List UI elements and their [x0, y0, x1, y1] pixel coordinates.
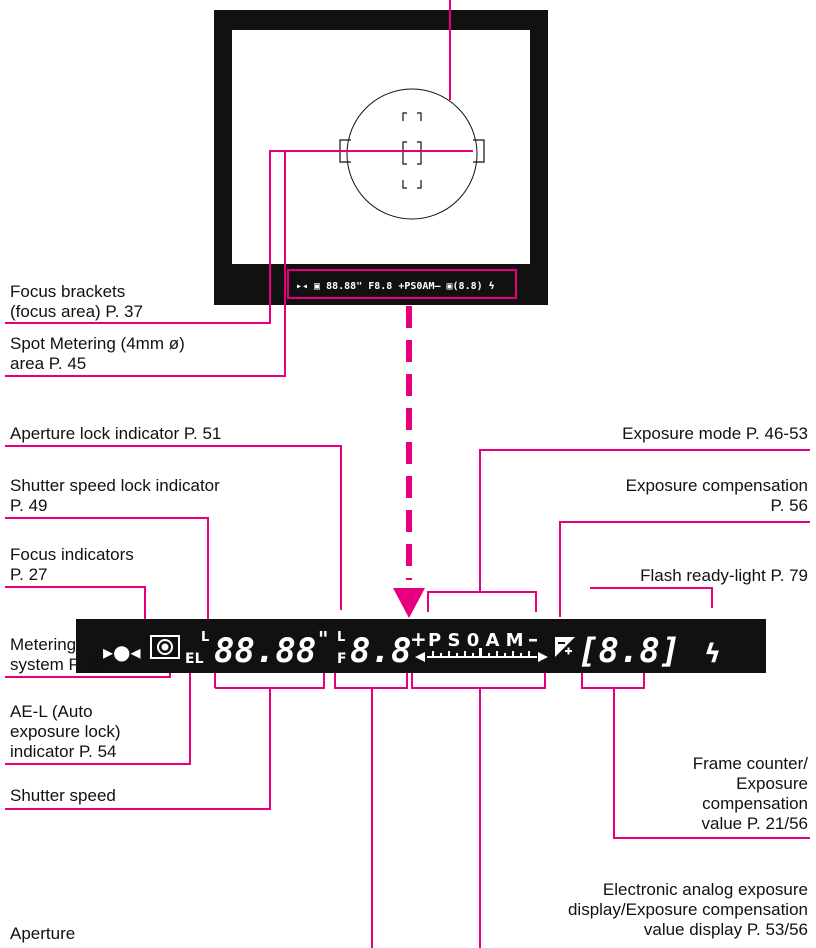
viewfinder: ▸◂ ▣ 88.88" F8.8 +PS0AM– ▣(8.8) ϟ	[214, 10, 548, 305]
arrow-down-icon	[393, 306, 425, 618]
lock-indicator-L2: L	[337, 630, 345, 645]
label-focus-brackets: Focus brackets (focus area) P. 37	[10, 282, 143, 321]
label-aperture: Aperture	[10, 924, 76, 943]
shutter-speed-display: 88.88	[214, 631, 316, 671]
spot-metering-circle	[346, 88, 478, 220]
label-frame-counter: Frame counter/ Exposure compensation val…	[692, 754, 808, 833]
label-metering-system: Metering system P. 44	[10, 635, 107, 674]
label-spot-metering: Spot Metering (4mm ø) area P. 45	[10, 334, 185, 373]
aperture-display: 8.8	[350, 631, 411, 671]
label-flash-ready: Flash ready-light P. 79	[640, 566, 808, 585]
lcd-background	[76, 619, 766, 673]
line-spot-area	[5, 151, 286, 377]
label-shutter-speed: Shutter speed	[10, 786, 116, 805]
label-exposure-mode-text: Exposure mode P. 46-53	[622, 424, 808, 443]
viewfinder-lcd	[287, 269, 517, 299]
seconds-mark: "	[318, 627, 328, 651]
viewfinder-window	[232, 30, 530, 264]
label-ael: AE-L (Auto exposure lock) indicator P. 5…	[10, 702, 121, 761]
f-indicator: F	[337, 651, 347, 667]
lcd-panel: ▸●◂ L EL 88.88 " L F 8.8 + P S 0 A M –	[76, 619, 766, 673]
lock-indicator-L1: L	[201, 630, 209, 645]
exposure-comp-icon	[555, 637, 575, 657]
line-focus-brackets	[5, 150, 473, 324]
label-analog-display: Electronic analog exposure display/Expos…	[567, 880, 808, 939]
metering-icon	[150, 635, 180, 659]
label-exp-comp: Exposure compensation P. 56	[625, 476, 808, 515]
label-focus-indicators: Focus indicators P. 27	[10, 545, 134, 584]
viewfinder-lcd-text: ▸◂ ▣ 88.88" F8.8 +PS0AM– ▣(8.8) ϟ	[296, 281, 495, 292]
minus-sign: –	[528, 627, 538, 651]
ae-lock-indicator: EL	[185, 651, 204, 667]
focus-indicator-icon: ▸●◂	[103, 640, 141, 664]
label-aperture-lock-text: Aperture lock indicator P. 51	[10, 424, 222, 443]
flash-icon: ϟ	[704, 639, 721, 669]
plus-sign: +	[410, 627, 427, 651]
frame-counter-display: [8.8]	[578, 631, 680, 671]
label-shutter-lock: Shutter speed lock indicator P. 49	[10, 476, 220, 515]
analog-scale	[415, 648, 548, 662]
leader-lines	[5, 0, 810, 948]
exposure-modes: P S 0 A M	[428, 630, 524, 651]
